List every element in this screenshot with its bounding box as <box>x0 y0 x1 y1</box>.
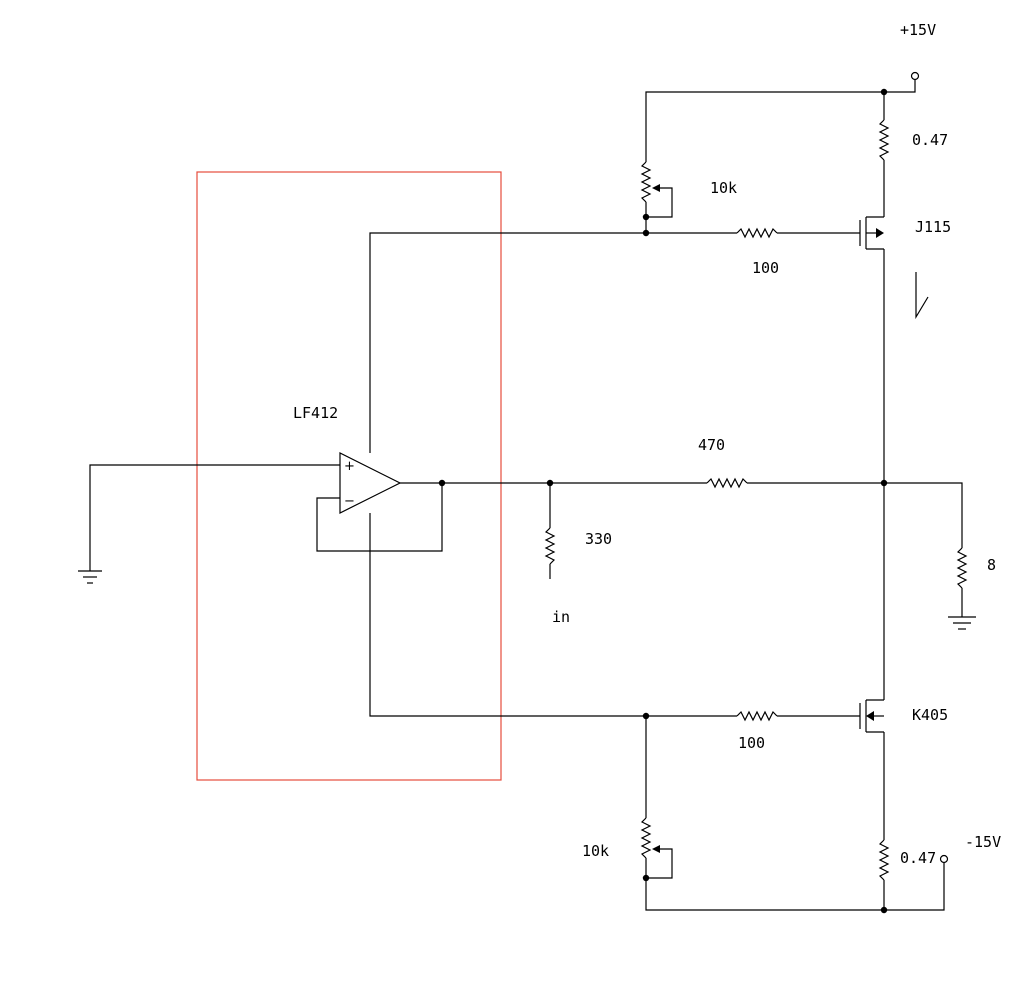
resistor-470-label: 470 <box>698 436 725 454</box>
supply-neg-terminal <box>939 854 949 864</box>
junction-dot <box>642 874 650 882</box>
supply-neg-label: -15V <box>965 833 1001 851</box>
load-resistor-8-label: 8 <box>987 556 996 574</box>
junction-dot <box>880 88 888 96</box>
resistor-100-top <box>736 227 778 239</box>
opamp-lf412: + − <box>339 452 402 514</box>
junction-dot <box>642 712 650 720</box>
resistor-470 <box>706 477 748 489</box>
potentiometer-10k-top-label: 10k <box>710 179 737 197</box>
junction-dot <box>880 906 888 914</box>
resistor-330 <box>544 483 556 579</box>
potentiometer-10k-top <box>640 91 884 233</box>
junction-dot <box>546 479 554 487</box>
supply-pos-wire <box>884 80 916 93</box>
potentiometer-10k-bottom-label: 10k <box>582 842 609 860</box>
supply-pos-label: +15V <box>900 21 936 39</box>
junction-dot <box>880 479 888 487</box>
cursor-mark <box>915 272 929 320</box>
highlight-box <box>196 171 502 781</box>
junction-dot <box>438 479 446 487</box>
bottom-gate-wire <box>369 513 737 717</box>
load-resistor-8 <box>884 482 976 630</box>
input-label: in <box>552 608 570 626</box>
resistor-0.47-bottom-label: 0.47 <box>900 849 936 867</box>
resistor-0.47-top <box>878 92 890 217</box>
junction-dots <box>438 88 888 914</box>
resistor-100-bottom <box>736 710 778 722</box>
opamp-minus: − <box>344 494 355 509</box>
resistor-0.47-top-label: 0.47 <box>912 131 948 149</box>
opamp-label: LF412 <box>293 404 338 422</box>
supply-pos-terminal <box>910 71 920 81</box>
resistor-100-top-label: 100 <box>752 259 779 277</box>
top-gate-wire <box>369 232 737 453</box>
junction-dot <box>642 229 650 237</box>
supply-neg-wire <box>884 863 945 911</box>
mosfet-j115 <box>859 216 885 483</box>
resistor-0.47-bottom <box>878 732 890 910</box>
mosfet-k405 <box>859 483 885 733</box>
opamp-feedback-wire <box>316 483 443 552</box>
junction-dot <box>642 213 650 221</box>
resistor-100-bottom-label: 100 <box>738 734 765 752</box>
mosfet-k405-label: K405 <box>912 706 948 724</box>
resistor-330-label: 330 <box>585 530 612 548</box>
mosfet-j115-label: J115 <box>915 218 951 236</box>
ground-symbol-left <box>78 464 340 584</box>
opamp-plus: + <box>344 459 355 474</box>
